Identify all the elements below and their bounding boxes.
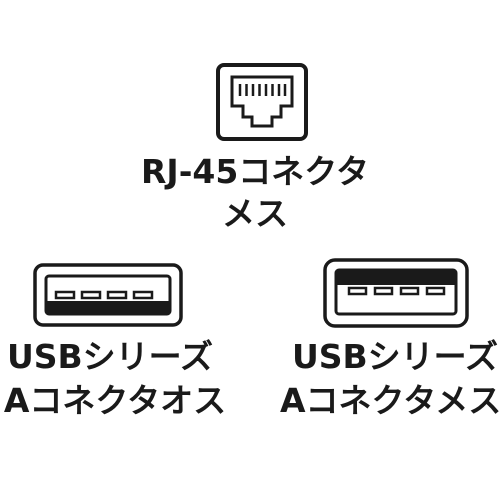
rj45-name-line1: RJ-45コネクタ	[141, 152, 369, 191]
usb-female-name-line1: USBシリーズ	[291, 337, 499, 376]
usb-male-name-line1: USBシリーズ	[6, 337, 214, 376]
rj45-jack-icon	[216, 63, 308, 141]
rj45-name-line2: メス	[222, 194, 288, 233]
usb-male-name-line2: Aコネクタオス	[3, 381, 227, 420]
usb-female-name-line2: Aコネクタメス	[280, 381, 500, 420]
usb-a-receptacle-icon	[323, 258, 469, 328]
usb-a-plug-icon	[33, 263, 183, 327]
